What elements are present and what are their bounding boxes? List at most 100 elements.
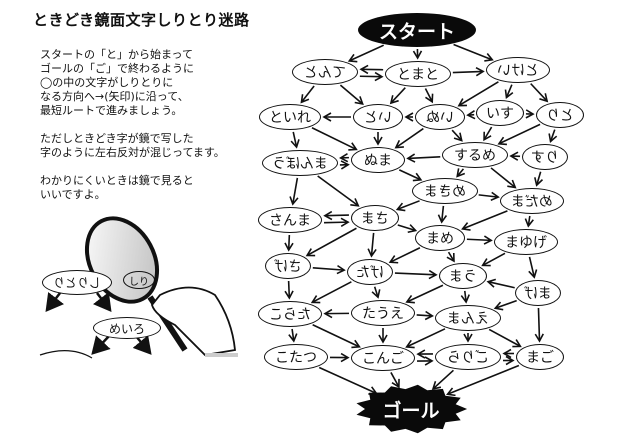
arrow-tokei-to-tori	[530, 83, 549, 103]
maze-node-numa[interactable]: ぬま	[351, 147, 405, 173]
arrow-geta-to-taue	[371, 286, 381, 299]
arrow-risu-to-medama	[534, 171, 544, 187]
arrow-tento-to-toire	[300, 85, 315, 104]
illustration-node-label: めいろ	[108, 321, 145, 336]
lens-reflection-text: しり	[129, 276, 149, 288]
arrow-tomato-to-inu	[424, 88, 434, 104]
arrow-mame-to-geta	[388, 247, 421, 264]
maze-node-enma[interactable]: えんま	[435, 305, 501, 331]
arrow-tarako-to-kongo	[312, 323, 361, 349]
arrow-start-to-tokei	[453, 43, 494, 62]
arrow-mage-to-mago	[534, 307, 544, 343]
maze-node-word: たうえ	[362, 306, 404, 322]
maze-node-inu[interactable]: いぬ	[415, 104, 465, 130]
maze-node-tori[interactable]: とり	[536, 102, 584, 128]
maze-node-word: とけい	[497, 63, 539, 79]
start-node[interactable]: スタート	[358, 13, 476, 47]
arrow-mago-to-goal	[446, 364, 520, 397]
maze-node-mame[interactable]: まめ	[415, 225, 465, 251]
instructions-paragraph-1: スタートの「と」から始まって ゴールの「ご」で終わるように ◯の中の文字がしりと…	[40, 48, 225, 118]
arrow-sanma-to-sage	[284, 234, 294, 252]
arrow-tarako-to-kotatsu	[288, 328, 298, 343]
arrow-enma-to-mago	[488, 328, 522, 348]
arrow-sama-to-mame	[397, 224, 418, 234]
arrow-surume-to-numa	[406, 153, 441, 163]
arrow-sama-to-sage	[305, 227, 357, 257]
maze-node-word: まゆげ	[505, 235, 547, 251]
maze-node-word: さま	[361, 211, 389, 227]
maze-node-mago[interactable]: まご	[516, 344, 564, 370]
arrow-sama-to-sanma	[323, 210, 349, 221]
maze-node-kongo[interactable]: こんご	[351, 345, 415, 371]
maze-node-word: いぬ	[426, 110, 454, 126]
maze-node-toire[interactable]: といれ	[259, 104, 321, 130]
arrow-kongo-to-goal	[390, 372, 400, 389]
arrow-medama-to-mame	[461, 210, 508, 231]
arrow-tomato-to-ito	[389, 87, 406, 105]
arrow-inu-to-surume	[451, 129, 463, 142]
maze-node-tento[interactable]: てんと	[292, 59, 358, 85]
maze-node-tomato[interactable]: とまと	[385, 61, 451, 87]
arrow-sage-to-geta	[312, 264, 346, 275]
maze-node-kotatsu[interactable]: こたつ	[264, 344, 328, 370]
arrow-tokei-to-isu	[504, 84, 514, 100]
instruction-line: いいですよ。	[40, 188, 106, 201]
maze-node-manbou[interactable]: まんぼう	[262, 150, 338, 176]
maze-node-word: まご	[526, 350, 554, 366]
maze-node-medama[interactable]: めだま	[500, 188, 564, 214]
maze-node-word: ぬま	[364, 153, 392, 169]
maze-node-word: いす	[486, 106, 514, 122]
maze-node-geta[interactable]: げた	[347, 259, 393, 285]
maze-node-word: とり	[546, 108, 574, 124]
maze-node-surume[interactable]: するめ	[442, 142, 508, 168]
maze-node-risu[interactable]: りす	[522, 144, 568, 170]
instruction-line: わかりにくいときは鏡で見ると	[40, 174, 194, 187]
arrow-tori-to-risu	[548, 129, 558, 143]
maze-node-word: といれ	[269, 110, 311, 126]
arrow-gorira-to-goal	[431, 369, 454, 391]
instructions: スタートの「と」から始まって ゴールの「ご」で終わるように ◯の中の文字がしりと…	[40, 48, 225, 216]
arrow-surume-to-medama	[490, 167, 517, 189]
maze-node-word: さんま	[269, 213, 311, 229]
arrow-uma-to-taue	[405, 284, 444, 304]
arrow-uma-to-enma	[460, 290, 470, 304]
maze-node-mayuge[interactable]: まゆげ	[494, 229, 558, 255]
arrow-tokei-to-inu	[457, 81, 499, 107]
maze-node-word: まげ	[524, 286, 552, 302]
instructions-paragraph-3: わかりにくいときは鏡で見ると いいですよ。	[40, 174, 225, 202]
instruction-line: 最短ルートで進みましょう。	[40, 104, 183, 117]
instruction-line: ただしときどき字が鏡で写した	[40, 132, 194, 145]
arrow-manbou-to-sanma	[289, 177, 299, 206]
instruction-line: スタートの「と」から始まって	[40, 48, 194, 61]
maze-node-sanma[interactable]: さんま	[258, 207, 322, 233]
maze-node-mage[interactable]: まげ	[515, 280, 561, 306]
maze-node-word: てんと	[304, 65, 346, 81]
maze-node-tokei[interactable]: とけい	[486, 57, 550, 83]
arrow-tori-to-surume	[497, 123, 541, 146]
arrow-mekima-to-sama	[395, 200, 420, 212]
maze-node-ito[interactable]: いと	[353, 104, 403, 130]
instructions-paragraph-2: ただしときどき字が鏡で写した 字のように左右反対が混じってます。	[40, 132, 225, 160]
maze-node-word: こんご	[362, 351, 404, 367]
maze-node-word: うま	[449, 269, 477, 285]
arrow-mekima-to-medama	[478, 191, 500, 202]
maze-node-uma[interactable]: うま	[439, 263, 487, 289]
maze-node-gorira[interactable]: ごりら	[435, 344, 501, 370]
arrow-taue-to-enma	[416, 310, 434, 321]
maze-node-sage[interactable]: さげ	[265, 253, 311, 279]
maze-node-mekima[interactable]: めきま	[412, 178, 478, 204]
maze-node-taue[interactable]: たうえ	[351, 300, 415, 326]
goal-node[interactable]: ゴール	[365, 386, 457, 432]
arrow-mage-to-enma	[493, 299, 517, 311]
arrow-medama-to-mayuge	[524, 215, 534, 228]
maze-node-tarako[interactable]: たらこ	[258, 301, 322, 327]
illustration-node-meiro: めいろ	[93, 317, 161, 339]
maze-node-word: げた	[356, 265, 384, 281]
arrow-toire-to-numa	[311, 127, 358, 151]
start-label: スタート	[378, 20, 455, 43]
maze-node-isu[interactable]: いす	[476, 100, 524, 126]
goal-label: ゴール	[382, 399, 440, 422]
maze-node-sama[interactable]: さま	[351, 205, 399, 231]
goal-burst-shape	[356, 384, 468, 434]
maze-node-word: さげ	[274, 259, 302, 275]
